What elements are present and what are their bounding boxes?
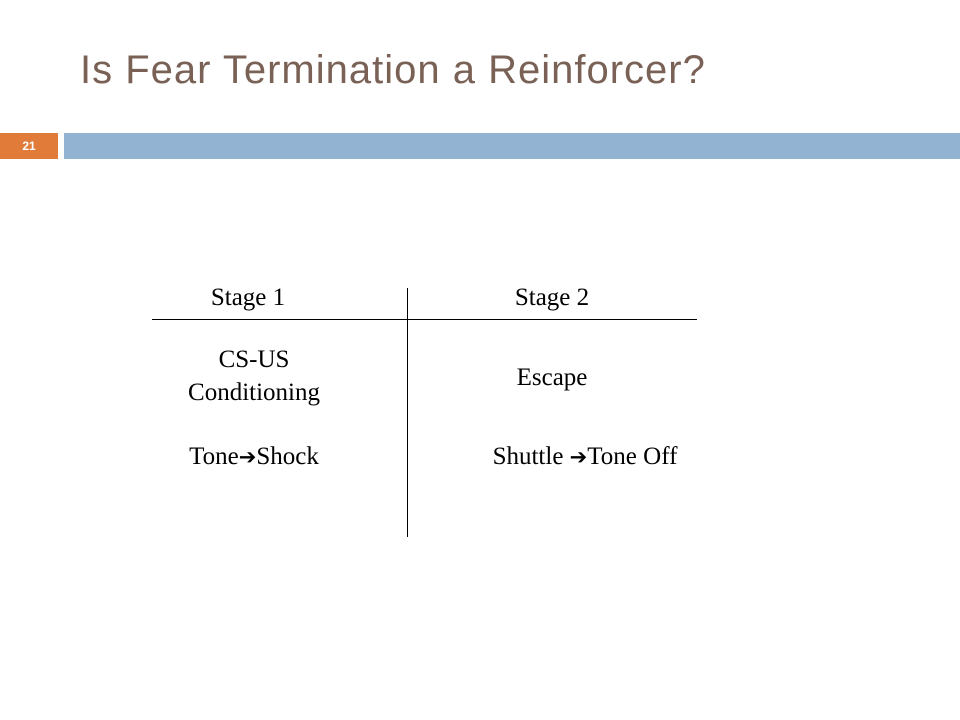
title-accent-bar bbox=[64, 133, 960, 159]
stage-1-pairing-right: Shock bbox=[256, 443, 319, 470]
stage-1-procedure: CS-US Conditioning bbox=[140, 344, 368, 409]
stage-2-header: Stage 2 bbox=[514, 284, 590, 311]
stage-1-procedure-line1: CS-US bbox=[218, 346, 290, 373]
stage-1-pairing-left: Tone bbox=[189, 443, 239, 470]
column-divider-line bbox=[407, 288, 408, 537]
header-divider-line bbox=[152, 319, 697, 320]
stage-2-pairing: Shuttle ➔Tone Off bbox=[440, 441, 730, 474]
stage-1-procedure-line2: Conditioning bbox=[188, 378, 320, 406]
stage-1-pairing: Tone➔Shock bbox=[140, 441, 368, 474]
stage-2-procedure: Escape bbox=[516, 364, 588, 391]
stage-1-header: Stage 1 bbox=[210, 284, 286, 311]
slide-number: 21 bbox=[0, 133, 58, 159]
slide-title: Is Fear Termination a Reinforcer? bbox=[80, 48, 706, 92]
stage-2-pairing-right: Tone Off bbox=[587, 443, 678, 470]
stage-2-pairing-left: Shuttle bbox=[492, 443, 570, 470]
arrow-right-icon: ➔ bbox=[238, 445, 257, 469]
arrow-right-icon: ➔ bbox=[569, 445, 588, 469]
